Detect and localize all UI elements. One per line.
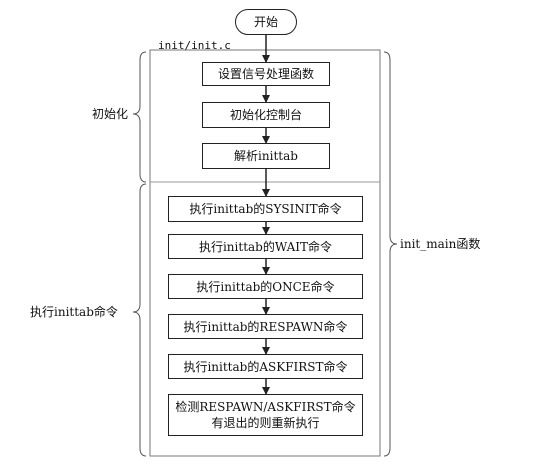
brace-exec: [132, 183, 147, 457]
step-parse-inittab: 解析inittab: [202, 143, 330, 169]
init-main-frame: [149, 49, 381, 457]
step-exec-once: 执行inittab的ONCE命令: [168, 274, 363, 299]
step-init-console: 初始化控制台: [202, 102, 330, 128]
function-label-init-main: init_main函数: [400, 237, 481, 251]
step-check-line2: 有退出的则重新执行: [211, 416, 320, 430]
brace-main: [383, 51, 398, 457]
section-label-init: 初始化: [92, 107, 129, 121]
step-exec-askfirst: 执行inittab的ASKFIRST命令: [168, 354, 363, 379]
step-check-respawn-askfirst: 检测RESPAWN/ASKFIRST命令 有退出的则重新执行: [168, 394, 363, 436]
file-label: init/init.c: [158, 39, 231, 52]
step-check-line1: 检测RESPAWN/ASKFIRST命令: [175, 400, 356, 414]
start-node: 开始: [235, 9, 297, 35]
brace-init: [132, 51, 147, 183]
step-exec-respawn: 执行inittab的RESPAWN命令: [168, 314, 363, 339]
step-exec-wait: 执行inittab的WAIT命令: [168, 234, 363, 259]
step-exec-sysinit: 执行inittab的SYSINIT命令: [168, 196, 363, 222]
section-label-exec: 执行inittab命令: [30, 305, 118, 319]
step-set-signal-handlers: 设置信号处理函数: [202, 62, 330, 86]
